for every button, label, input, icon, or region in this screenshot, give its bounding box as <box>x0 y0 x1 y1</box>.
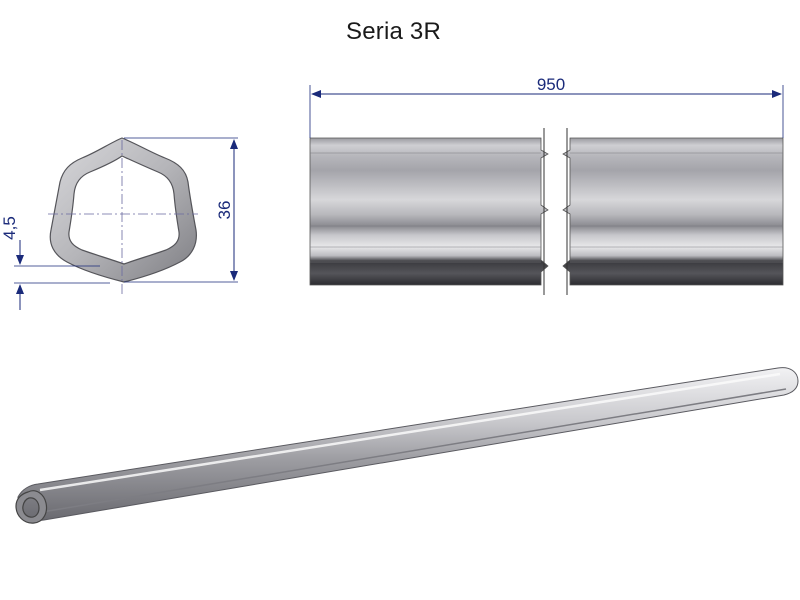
tube-3d-shadow-edge <box>41 388 787 513</box>
outer-size-label: 36 <box>215 201 234 220</box>
tube-side-right <box>562 137 784 286</box>
profile-edge-lines <box>310 152 783 263</box>
tube-cross-section <box>49 137 197 283</box>
drawing-title: Seria 3R <box>346 18 441 45</box>
length-label: 950 <box>537 75 565 94</box>
tube-3d-end-face <box>15 490 48 524</box>
wall-thickness-label: 4,5 <box>0 216 19 240</box>
tube-3d-highlight <box>39 372 781 492</box>
tube-side-left <box>309 137 549 286</box>
cross-section-view: 36 4,5 <box>0 137 238 310</box>
tube-3d-view <box>15 367 799 524</box>
side-view: 950 <box>309 75 784 295</box>
